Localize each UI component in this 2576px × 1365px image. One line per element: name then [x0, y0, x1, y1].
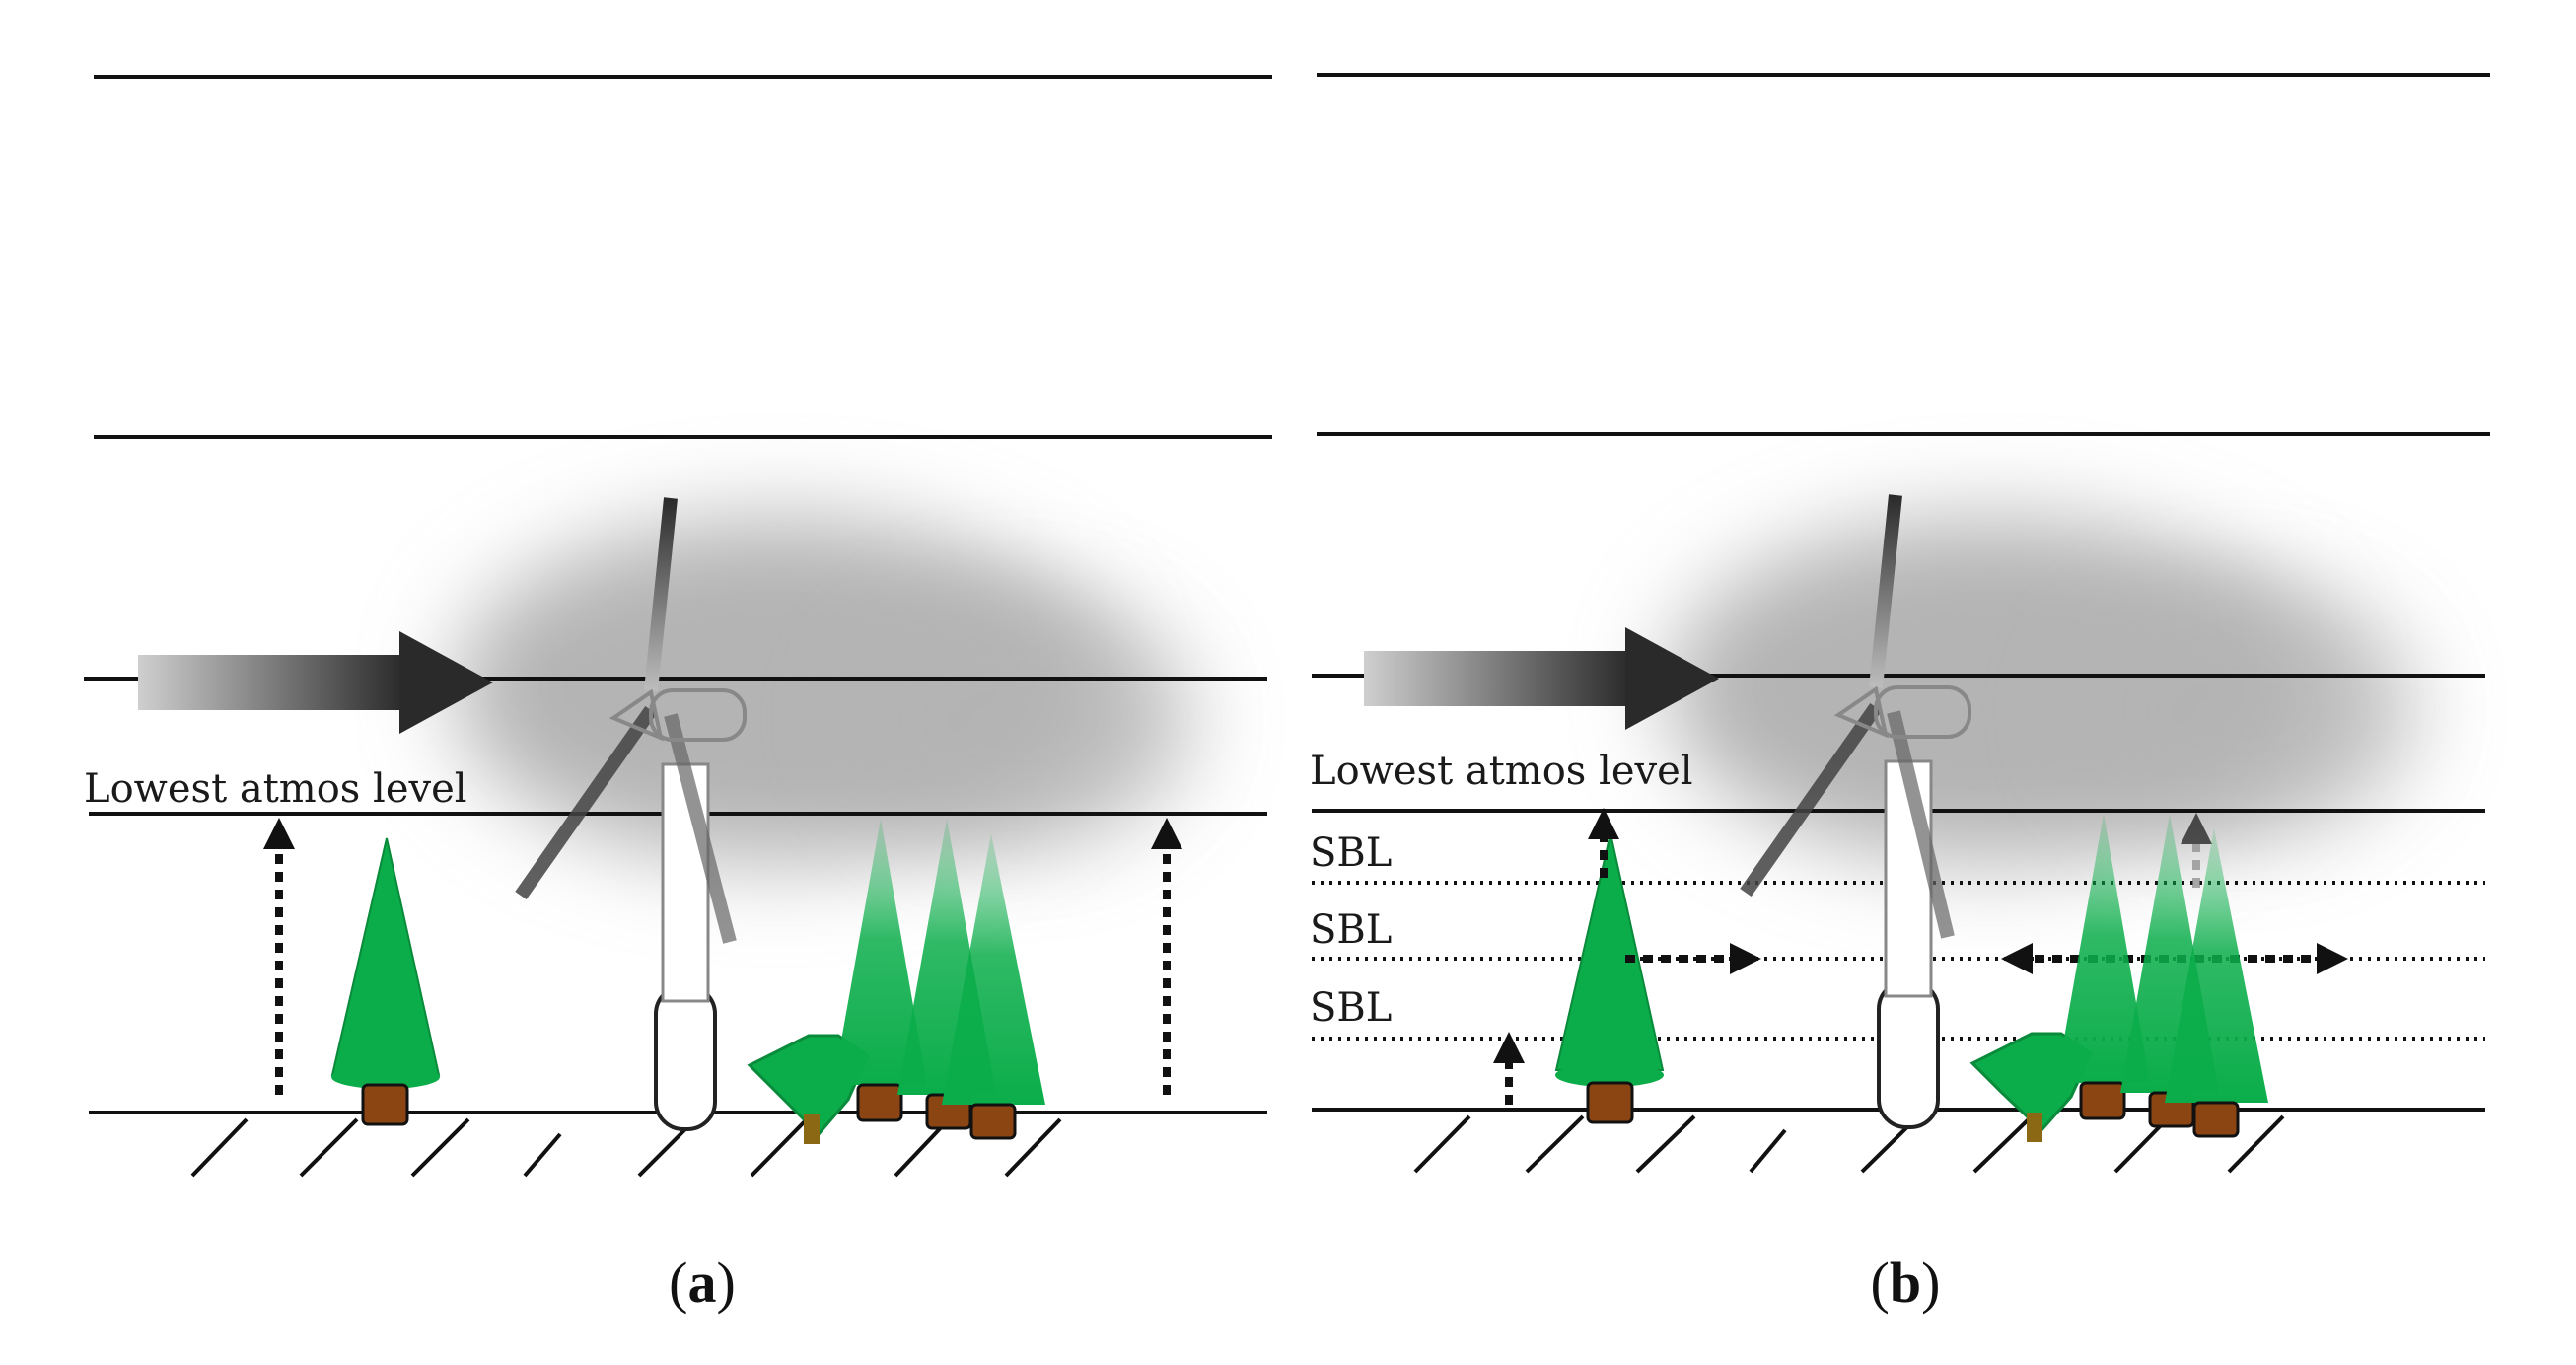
panel-b: Lowest atmos level SBL SBL SBL (b): [1310, 73, 2490, 1315]
panel-a: Lowest atmos level (a): [84, 75, 1272, 1315]
panel-a-caption-letter: a: [688, 1251, 717, 1315]
turbine-wake-cloud-tail: [838, 592, 1193, 848]
wind-turbine: [515, 497, 747, 1131]
lowest-atmos-level-label: Lowest atmos level: [84, 766, 467, 812]
lowest-atmos-level-label: Lowest atmos level: [1310, 749, 1693, 794]
forest-group-right: [1969, 814, 2268, 1142]
panel-b-caption-letter: b: [1890, 1251, 1921, 1315]
sbl-label-middle: SBL: [1310, 907, 1392, 953]
inflow-wind-arrow: [1364, 627, 1719, 730]
panel-b-caption: (b): [1871, 1251, 1941, 1315]
inflow-wind-arrow: [138, 631, 493, 734]
forest-group-right: [747, 819, 1045, 1144]
wind-turbine: [1740, 494, 1971, 1129]
sbl-label-lower: SBL: [1310, 985, 1392, 1031]
panel-a-caption: (a): [669, 1251, 736, 1315]
sbl-label-upper: SBL: [1310, 830, 1392, 876]
tree-left: [330, 837, 441, 1126]
ground-hatching: [1413, 1114, 2285, 1174]
tree-left: [1554, 832, 1665, 1124]
turbine-wake-cloud-tail: [2061, 582, 2416, 838]
